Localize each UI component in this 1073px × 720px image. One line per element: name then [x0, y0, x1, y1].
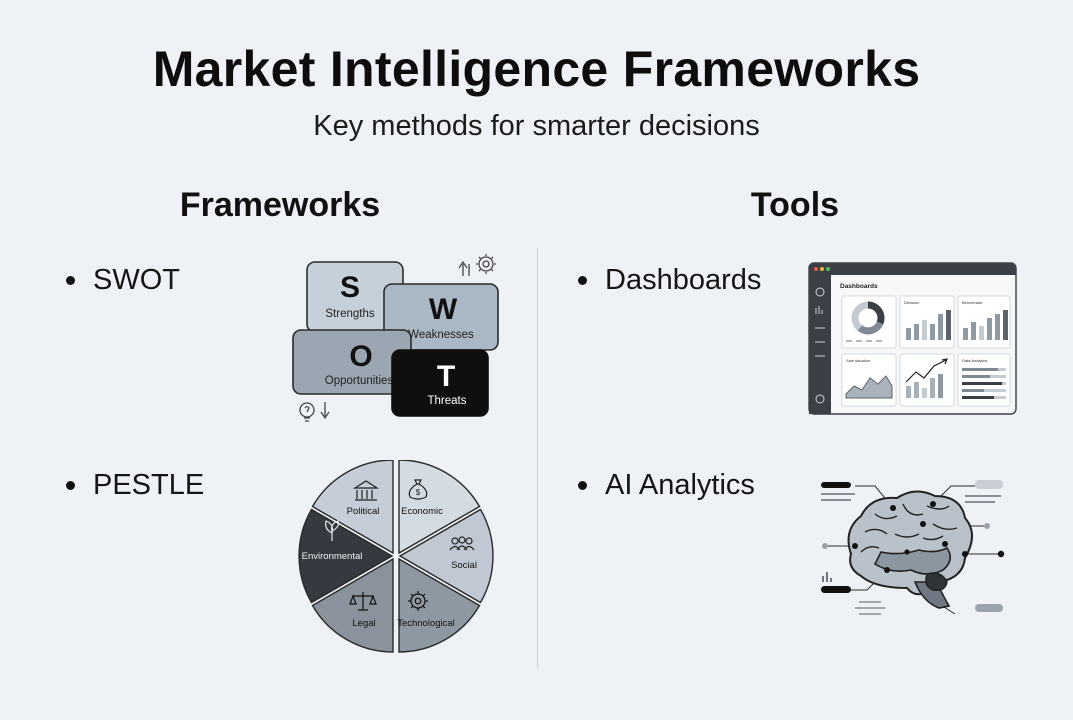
swot-o-label: Opportunities — [325, 375, 394, 387]
bar-chart-decision — [906, 310, 951, 340]
panel-title-sale-situation: Sale situation — [846, 358, 870, 363]
tool-label: Dashboards — [605, 264, 762, 296]
bullet-dot — [66, 481, 75, 490]
people-icon — [449, 536, 475, 551]
panel-title-data-analytics: Data Analytics — [962, 358, 987, 363]
dashboard-title: Dashboards — [840, 283, 878, 290]
bullet-dot — [66, 276, 75, 285]
pie-icon — [815, 287, 825, 297]
bar-chart-icon — [815, 306, 823, 314]
page-title: Market Intelligence Frameworks — [152, 41, 921, 97]
pestle-slice-social — [398, 508, 494, 604]
building-icon — [352, 480, 380, 501]
pestle-label-legal: Legal — [352, 618, 375, 629]
gear-icon — [476, 254, 496, 274]
swot-t-letter: T — [437, 360, 455, 393]
swot-w-letter: W — [429, 293, 458, 326]
swot-w-box: W Weaknesses — [383, 283, 499, 351]
dashboard-sidebar — [809, 275, 831, 414]
bar-chart-benchmark — [963, 310, 1008, 340]
lightbulb-icon — [299, 402, 315, 422]
swot-w-label: Weaknesses — [408, 329, 474, 341]
progress-list — [962, 368, 1006, 399]
donut-chart — [851, 301, 885, 335]
pestle-label-social: Social — [451, 560, 477, 571]
svg-text:$: $ — [416, 488, 421, 497]
money-bag-icon: $ — [408, 479, 428, 500]
settings-icon — [815, 394, 825, 404]
window-maximize-icon — [826, 267, 830, 271]
ai-label-bar — [821, 482, 851, 488]
panel-title-decision: Decision — [904, 300, 919, 305]
tool-item-ai-analytics: AI Analytics — [578, 469, 755, 502]
framework-label: PESTLE — [93, 469, 205, 501]
pestle-slice-legal — [311, 557, 394, 653]
leaf-icon — [325, 520, 339, 541]
ai-label-bar — [975, 480, 1003, 489]
pestle-label-economic: Economic — [401, 506, 443, 517]
swot-o-letter: O — [349, 340, 372, 373]
dashboard-window: Dashboards Decision Benchmark Sale situa… — [808, 262, 1017, 415]
swot-t-label: Threats — [428, 395, 467, 407]
framework-item-swot: SWOT — [66, 264, 180, 297]
tool-item-dashboards: Dashboards — [578, 264, 761, 297]
down-arrow-icon — [320, 402, 330, 420]
swot-graphic: S Strengths W Weaknesses O Opportunities… — [292, 254, 499, 422]
column-divider — [537, 248, 538, 668]
bullet-dot — [578, 276, 587, 285]
pestle-slice-technological — [398, 557, 481, 653]
scales-icon — [349, 592, 377, 611]
swot-s-letter: S — [340, 271, 360, 304]
bullet-dot — [578, 481, 587, 490]
ai-label-bar — [975, 604, 1003, 612]
pestle-slice-political-full — [311, 460, 394, 555]
swot-t-box: T Threats — [391, 349, 489, 417]
pestle-wheel: $ Political Economic Social Technologica… — [298, 460, 494, 653]
panel-title-benchmark: Benchmark — [962, 300, 982, 305]
tools-heading: Tools — [750, 186, 840, 224]
ai-label-bar — [821, 586, 851, 593]
frameworks-heading: Frameworks — [179, 186, 381, 224]
swot-s-box: S Strengths — [306, 261, 404, 333]
framework-label: SWOT — [93, 264, 180, 296]
framework-item-pestle: PESTLE — [66, 469, 204, 502]
trend-chart — [905, 358, 948, 398]
pestle-slice-environmental — [298, 508, 394, 604]
page-subtitle: Key methods for smarter decisions — [313, 110, 760, 142]
brain-icon — [847, 490, 973, 609]
pestle-label-environmental: Environmental — [302, 551, 363, 562]
area-chart — [845, 375, 893, 399]
pestle-label-technological: Technological — [397, 618, 455, 629]
growth-arrow-icon — [458, 260, 470, 276]
window-close-icon — [814, 267, 818, 271]
pestle-label-political: Political — [347, 506, 380, 517]
ai-brain-graphic — [821, 480, 1005, 615]
window-minimize-icon — [820, 267, 824, 271]
gear-icon — [408, 591, 428, 611]
tool-label: AI Analytics — [605, 469, 755, 501]
swot-o-box: O Opportunities — [292, 329, 412, 395]
swot-s-label: Strengths — [325, 308, 374, 320]
